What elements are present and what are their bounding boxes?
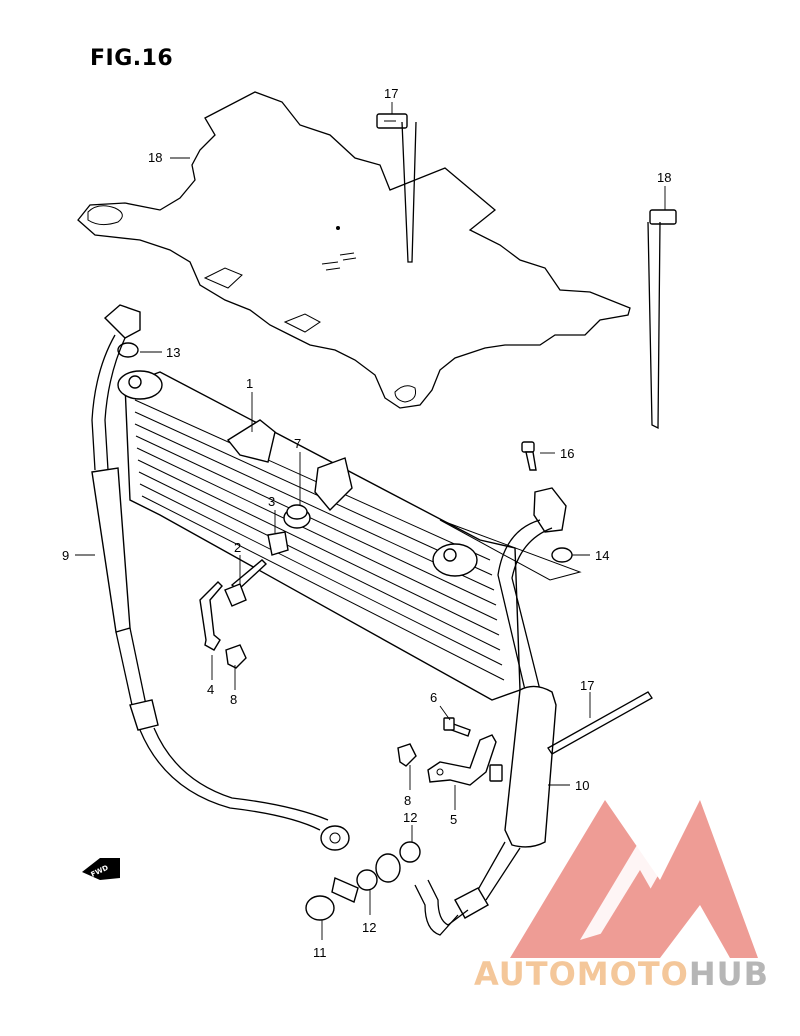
bracket-5	[427, 734, 497, 786]
watermark-auto: AUTOMOTO	[474, 955, 689, 993]
bracket-4	[199, 581, 223, 651]
callout-8a: 8	[230, 692, 237, 707]
callout-11: 11	[313, 945, 327, 960]
callout-16: 18	[148, 150, 162, 165]
callout-13a: 13	[166, 345, 180, 360]
bolt-2	[224, 559, 268, 607]
callout-8b: 8	[404, 793, 411, 808]
oil-cooler	[117, 370, 521, 701]
grommet-7	[283, 504, 311, 529]
automotohub-watermark: AUTOMOTOHUB	[474, 800, 769, 993]
callout-14: 16	[560, 446, 574, 461]
callout-12b: 12	[362, 920, 376, 935]
callout-1: 1	[246, 376, 253, 391]
o-ring-13a	[117, 342, 139, 358]
clip-nut-8a	[225, 644, 247, 669]
callout-15: 17	[580, 678, 594, 693]
o-ring-13b	[551, 547, 573, 563]
callout-9: 9	[62, 548, 69, 563]
callout-10: 10	[575, 778, 589, 793]
fwd-arrow: FWD	[82, 858, 120, 880]
washer-12b	[356, 869, 378, 891]
watermark-hub: HUB	[689, 955, 769, 993]
bolt-14	[521, 441, 537, 471]
figure-title: FIG.16	[90, 46, 174, 71]
oil-hose-10	[375, 487, 567, 936]
callout-13b: 14	[595, 548, 609, 563]
callout-7: 7	[294, 436, 301, 451]
callout-2: 2	[234, 540, 241, 555]
clip-nut-8b	[397, 743, 417, 767]
washer-12a	[399, 841, 421, 863]
cable-tie-15	[489, 691, 653, 782]
oil-hose-9	[91, 304, 350, 851]
bolt-6	[443, 717, 471, 737]
undertray-plate	[77, 91, 631, 409]
callout-17: 17	[384, 86, 398, 101]
callout-6: 6	[430, 690, 437, 705]
callout-3: 3	[268, 494, 275, 509]
cable-tie-18	[647, 209, 677, 430]
callout-4: 4	[207, 682, 214, 697]
callout-18: 18	[657, 170, 671, 185]
callout-5: 5	[450, 812, 457, 827]
collar-3	[267, 531, 289, 556]
union-bolt-11	[305, 877, 359, 921]
callout-12a: 12	[403, 810, 417, 825]
svg-text:AUTOMOTOHUB: AUTOMOTOHUB	[474, 955, 769, 993]
